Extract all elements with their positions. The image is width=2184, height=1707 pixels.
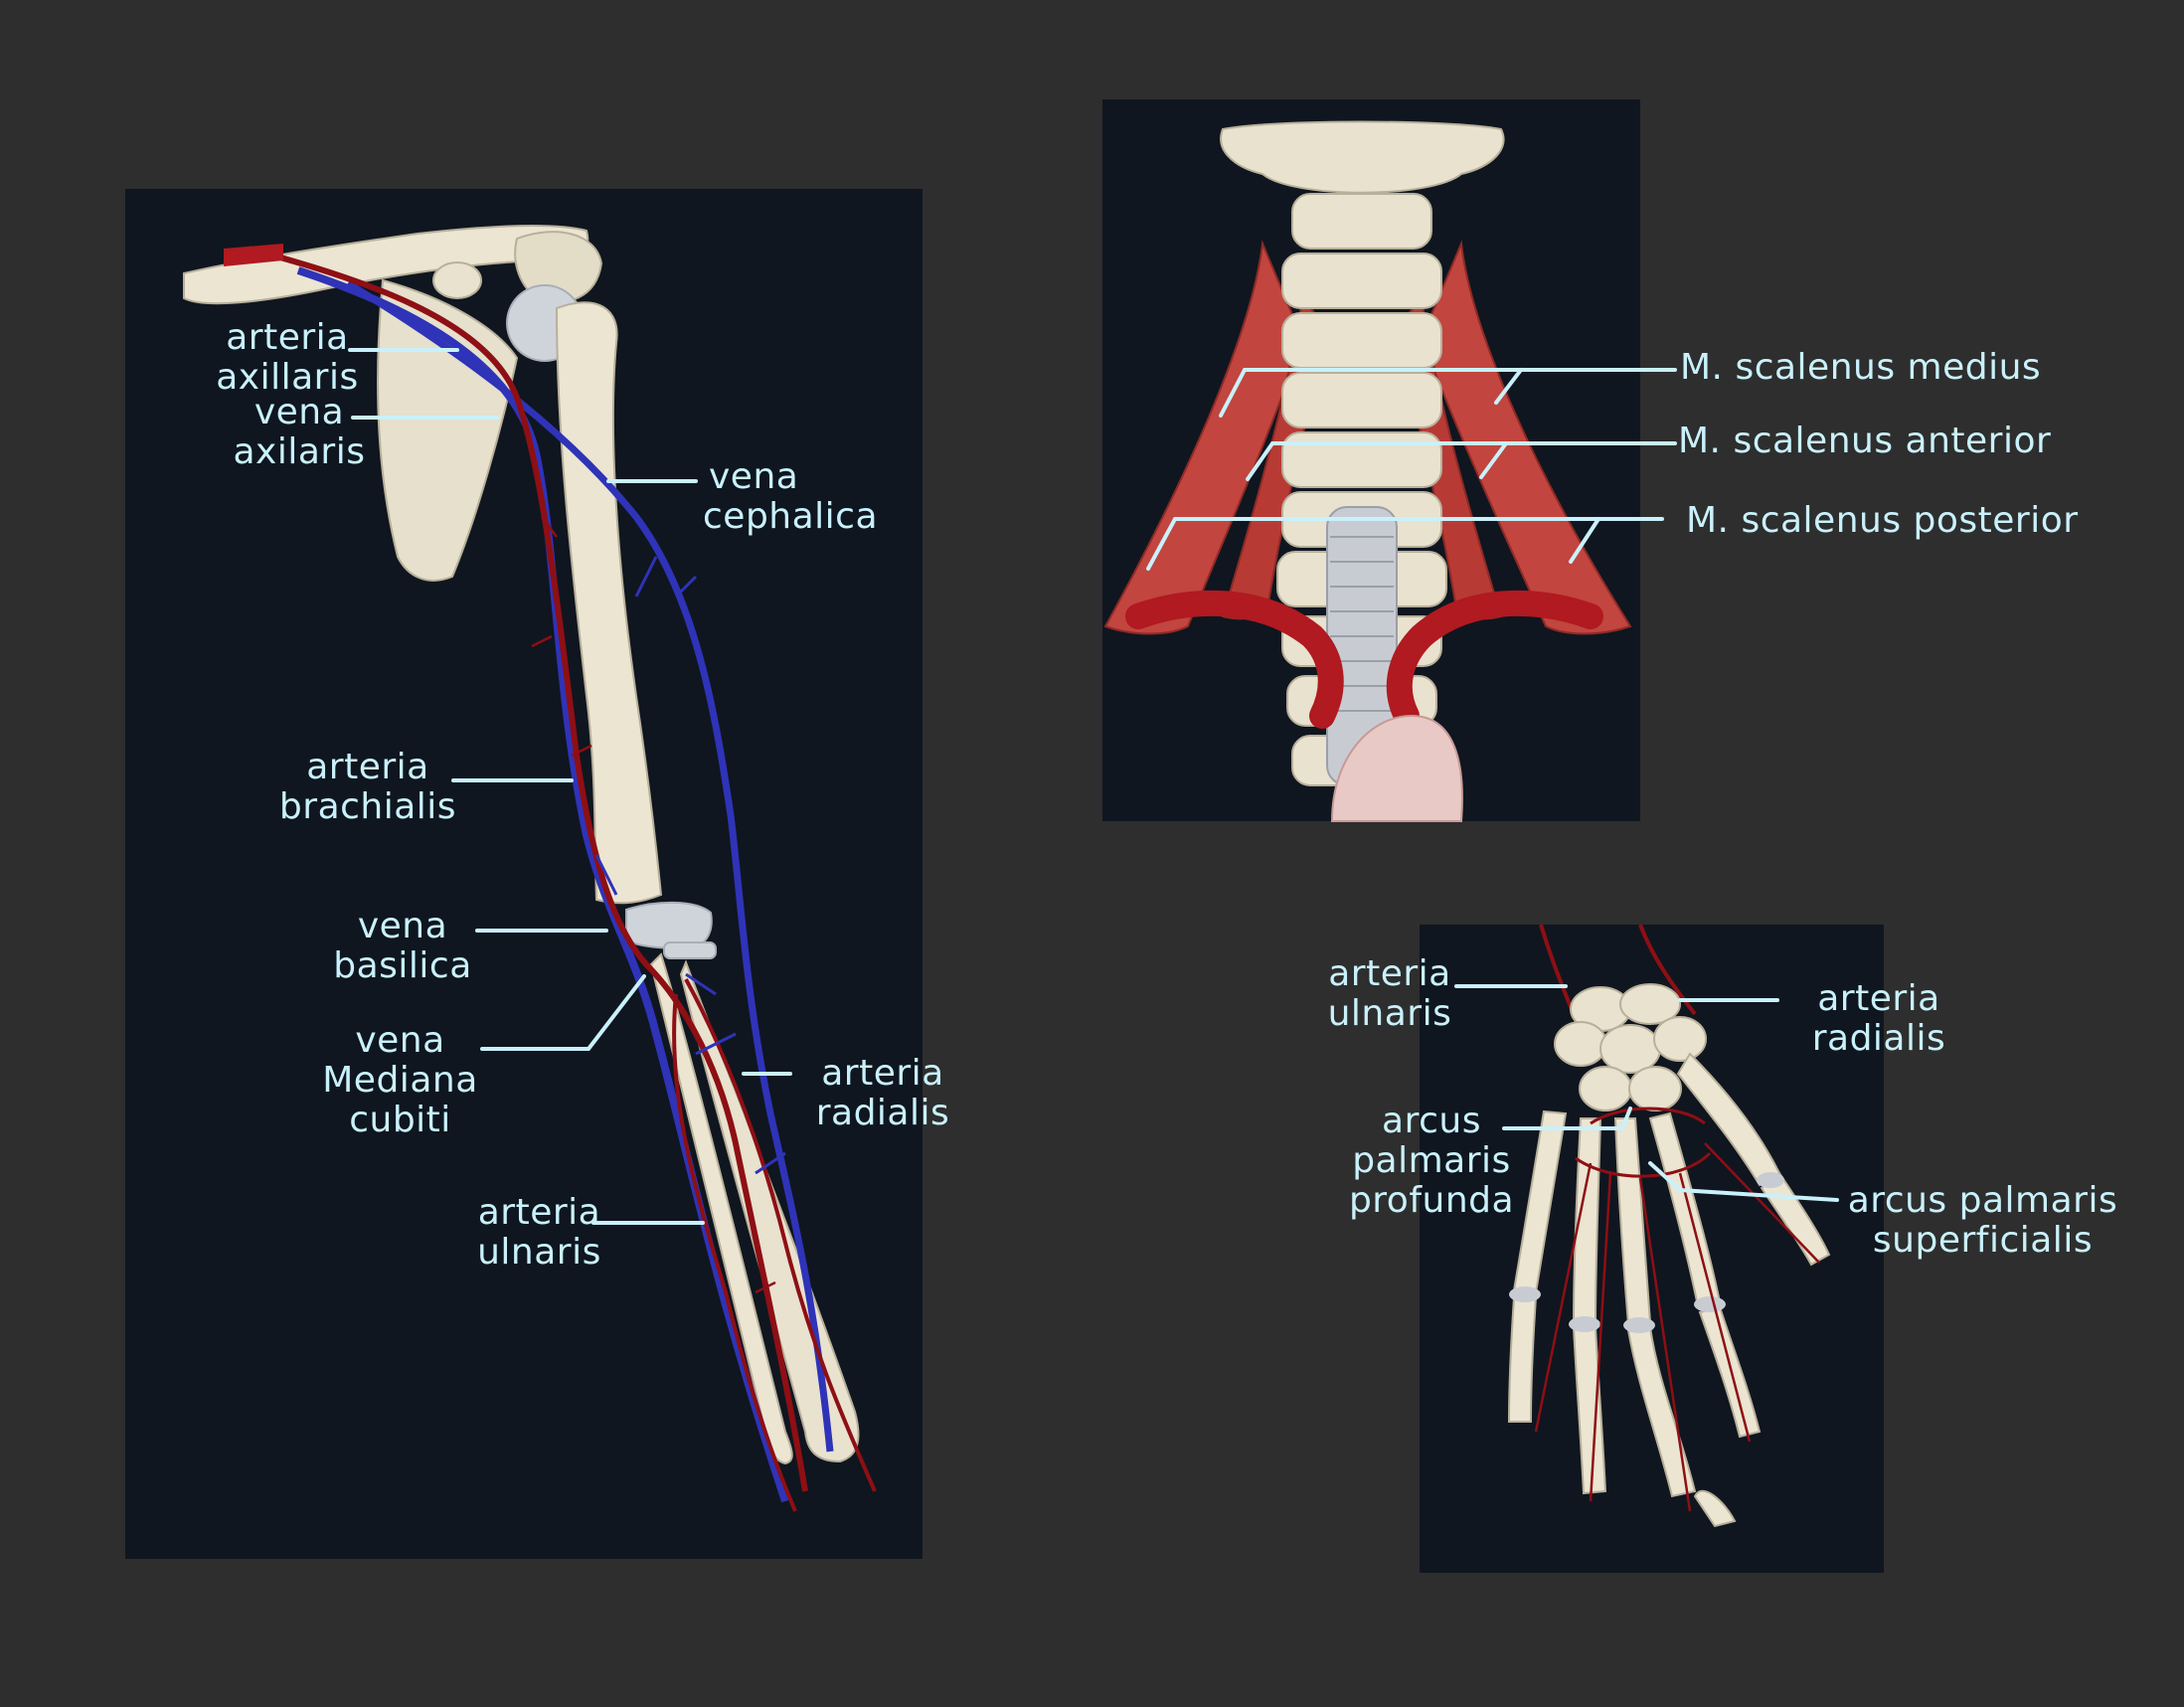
label-arcus-palmaris-superficialis: arcus palmaris superficialis bbox=[1841, 1181, 2124, 1261]
elbow-joint-lower bbox=[664, 942, 716, 958]
label-arteria-ulnaris: arteria ulnaris bbox=[457, 1193, 621, 1273]
label-arteria-brachialis: arteria brachialis bbox=[268, 748, 467, 827]
label-arcus-palmaris-profunda: arcus palmaris profunda bbox=[1342, 1102, 1521, 1221]
label-vena-basilica: vena basilica bbox=[318, 907, 487, 986]
label-vena-axillaris: vena axilaris bbox=[217, 393, 382, 472]
label-scalenus-anterior: M. scalenus anterior bbox=[1678, 422, 2051, 461]
elbow-joint bbox=[626, 903, 712, 948]
label-scalenus-medius: M. scalenus medius bbox=[1680, 348, 2041, 388]
label-vena-cephalica: vena cephalica bbox=[703, 457, 878, 537]
label-vena-mediana-cubiti: vena Mediana cubiti bbox=[298, 1021, 502, 1140]
label-hand-arteria-ulnaris: arteria ulnaris bbox=[1310, 954, 1469, 1034]
label-arteria-axillaris: arteria axillaris bbox=[205, 318, 370, 398]
label-arteria-radialis: arteria radialis bbox=[793, 1054, 972, 1133]
coracoid bbox=[433, 262, 481, 298]
label-scalenus-posterior: M. scalenus posterior bbox=[1686, 501, 2079, 541]
label-hand-arteria-radialis: arteria radialis bbox=[1779, 979, 1978, 1059]
